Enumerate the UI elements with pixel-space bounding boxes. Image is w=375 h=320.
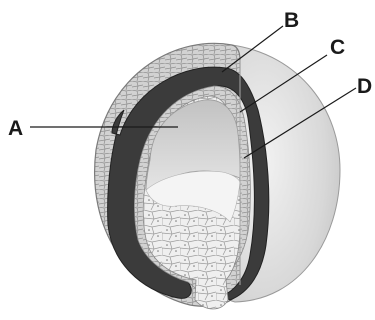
label-b: B [284,9,299,32]
label-c: C [330,36,345,59]
label-d: D [357,75,372,98]
label-a: A [8,117,23,140]
